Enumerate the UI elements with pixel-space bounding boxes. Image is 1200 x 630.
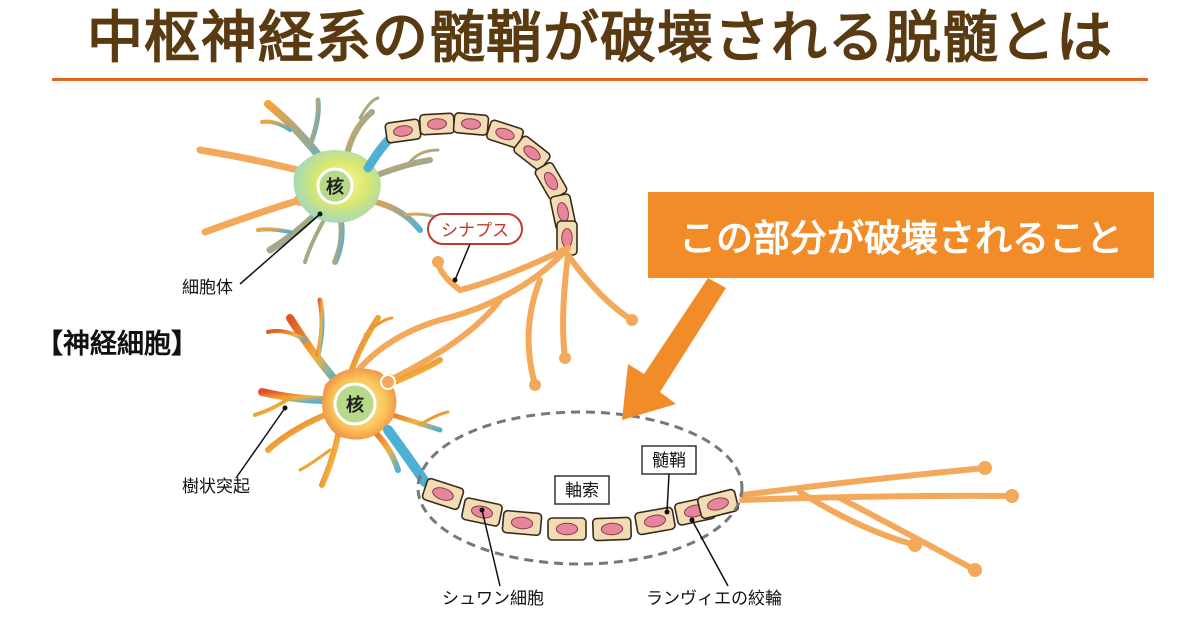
- page-title: 中枢神経系の髄鞘が破壊される脱髄とは: [87, 6, 1113, 71]
- callout-box: この部分が破壊されること: [648, 192, 1154, 278]
- myelin-segment: [384, 118, 422, 144]
- myelin-segment: [534, 161, 568, 201]
- myelin-segment: [485, 119, 525, 149]
- section-label: 【神経細胞】: [36, 329, 198, 360]
- dendrite-label: 樹状突起: [182, 477, 250, 497]
- nucleus-label: 核: [326, 176, 344, 198]
- pointer-arrow: [622, 278, 726, 420]
- synapse-badge: [427, 213, 523, 245]
- myelin-segment: [547, 517, 587, 541]
- myelin-segment: [501, 509, 543, 537]
- neuron-upper: 核: [196, 96, 638, 391]
- myelin-segment: [634, 506, 676, 536]
- nucleus-upper: [316, 167, 354, 205]
- ranvier-label: ランヴィエの絞輪: [646, 589, 782, 609]
- axon-label-box: [554, 475, 610, 505]
- myelin-segment: [591, 516, 633, 542]
- nucleus-label: 核: [346, 394, 364, 416]
- myelin-segment: [452, 112, 490, 136]
- incoming-fiber: [196, 146, 309, 176]
- myelin-label: 髄鞘: [652, 451, 686, 471]
- incoming-fiber: [201, 196, 304, 236]
- schwann-label: シュワン細胞: [442, 589, 544, 609]
- myelin-segment: [418, 112, 456, 136]
- title-underline: [52, 78, 1148, 81]
- axon-upper: [384, 112, 578, 256]
- axon-lower: [421, 477, 740, 542]
- axon-label: 軸索: [565, 481, 599, 501]
- myelin-segment: [513, 135, 551, 171]
- cell-body-label: 細胞体: [182, 278, 233, 298]
- neuron-lower: 核: [253, 297, 1019, 577]
- myelin-segment: [696, 488, 740, 520]
- myelin-segment: [421, 477, 465, 511]
- highlight-ellipse: [416, 410, 744, 566]
- synapse-label: シナプス: [441, 221, 509, 241]
- nucleus-lower: [333, 382, 377, 426]
